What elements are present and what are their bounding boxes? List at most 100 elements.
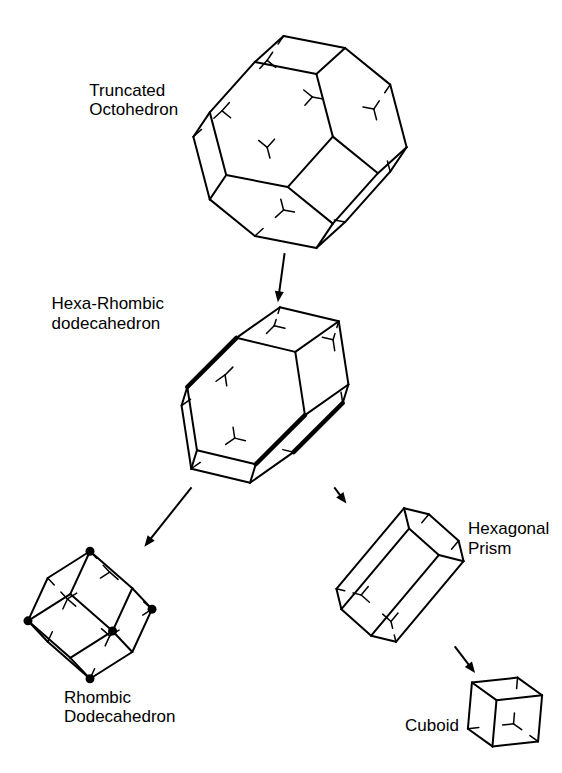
arrow-head [275,291,284,303]
arrow-head [465,662,475,673]
hidden-edge-stub [216,375,225,381]
hidden-edge-stub [100,572,109,578]
arrow-connector [150,487,192,539]
vertex-dot [108,627,117,636]
hidden-edge-stub [284,210,295,212]
polyhedron-edge [305,384,348,415]
polyhedron-edge [472,683,497,701]
hidden-edge-stub [48,578,55,585]
polyhedron-edge [429,514,459,541]
arrow-head [144,535,154,546]
polyhedron-edge [295,352,305,415]
polyhedron-edge [538,695,542,741]
hidden-edge-stub [266,326,274,334]
hidden-edge-stub [333,340,335,351]
hidden-edge-stub [361,587,368,595]
polyhedron-edge [336,589,341,609]
hidden-edge-stub [235,438,246,441]
hidden-edge-stub [422,514,429,522]
polyhedron-edge [468,683,472,729]
polyhedron-edge [396,561,464,642]
polyhedron-edge [316,48,345,74]
polyhedron-edge [343,384,349,403]
polyhedron-edge [255,62,317,74]
hidden-edge-stub [385,85,390,93]
polyhedron-edge [193,112,209,136]
polyhedron-edge [113,588,133,631]
polyhedron-edge [284,36,346,48]
polyhedron-edge [378,147,407,173]
hidden-edge-stub [67,593,76,599]
polyhedron-edge [226,175,288,187]
polyhedron-edge [492,700,496,746]
hidden-edge-stub [530,736,538,742]
polyhedron-edge [496,695,542,700]
hidden-edge-stub [391,621,393,628]
polyhedron-edge [210,112,226,175]
polyhedron-edge [316,74,332,137]
bold-edge [256,415,305,464]
polyhedron-node: Cuboid [465,675,545,750]
hidden-edge-stub [63,599,68,609]
polyhedron-figure [468,678,542,747]
hidden-edge-stub [267,60,276,67]
polyhedron-edge [333,137,378,174]
polyhedron-edge [70,594,112,631]
vertex-dot [148,605,157,614]
polyhedron-edge [280,307,339,321]
polyhedron-edge [90,551,132,588]
hidden-edge-stub [225,375,227,386]
hidden-edge-stub [259,140,268,147]
vertex-dot [86,547,95,556]
vertex-dot [23,616,32,625]
polyhedron-edge [132,609,152,652]
polyhedron-edge [210,62,255,112]
polyhedron-edge [439,555,464,561]
hidden-edge-stub [267,52,272,60]
hidden-edge-stub [275,210,283,217]
hidden-edge-stub [110,572,118,579]
polyhedron-edge [187,387,197,450]
hidden-edge-stub [305,97,312,105]
vertex-dot [86,674,95,683]
polyhedron-edge [28,594,70,621]
hidden-edge-stub [383,614,391,621]
polyhedron-edge [316,222,345,248]
hidden-edge-stub [222,103,229,111]
arrow-connector [279,253,285,293]
arrow-head [336,492,346,504]
hidden-edge-stub [452,541,459,549]
polyhedron-edge [371,636,396,642]
polyhedron-node: Hexagonal Prism [333,505,466,645]
hidden-edge-stub [322,337,333,340]
hidden-edge-stub [394,635,396,642]
polyhedron-edge [336,508,404,589]
polyhedron-figure [193,36,406,248]
hidden-edge-stub [333,334,335,340]
hidden-edge-stub [278,36,283,44]
polyhedron-edge [341,529,409,610]
polyhedron-edge [210,175,226,199]
polyhedron-edge [468,729,493,747]
hidden-edge-stub [361,595,369,602]
hidden-edge-stub [267,147,270,158]
shape-name-label: Cuboid [405,716,459,736]
polyhedron-edge [191,469,250,483]
hidden-edge-stub [514,724,522,730]
hidden-edge-stub [182,399,191,405]
polyhedron-edge [250,452,293,483]
shape-name-label: Hexagonal Prism [468,519,558,558]
hidden-edge-stub [374,101,379,109]
polyhedron-edge [295,321,338,352]
polyhedron-edge [288,137,333,187]
polyhedron-edge [472,678,518,683]
hidden-edge-stub [67,599,75,606]
polyhedron-edge [197,450,256,464]
hidden-edge-stub [312,97,323,99]
hidden-edge-stub [363,107,374,109]
hidden-edge-stub [226,438,235,444]
polyhedron-edge [70,631,112,658]
polyhedron-edge [339,321,349,384]
hidden-edge-stub [468,728,479,729]
